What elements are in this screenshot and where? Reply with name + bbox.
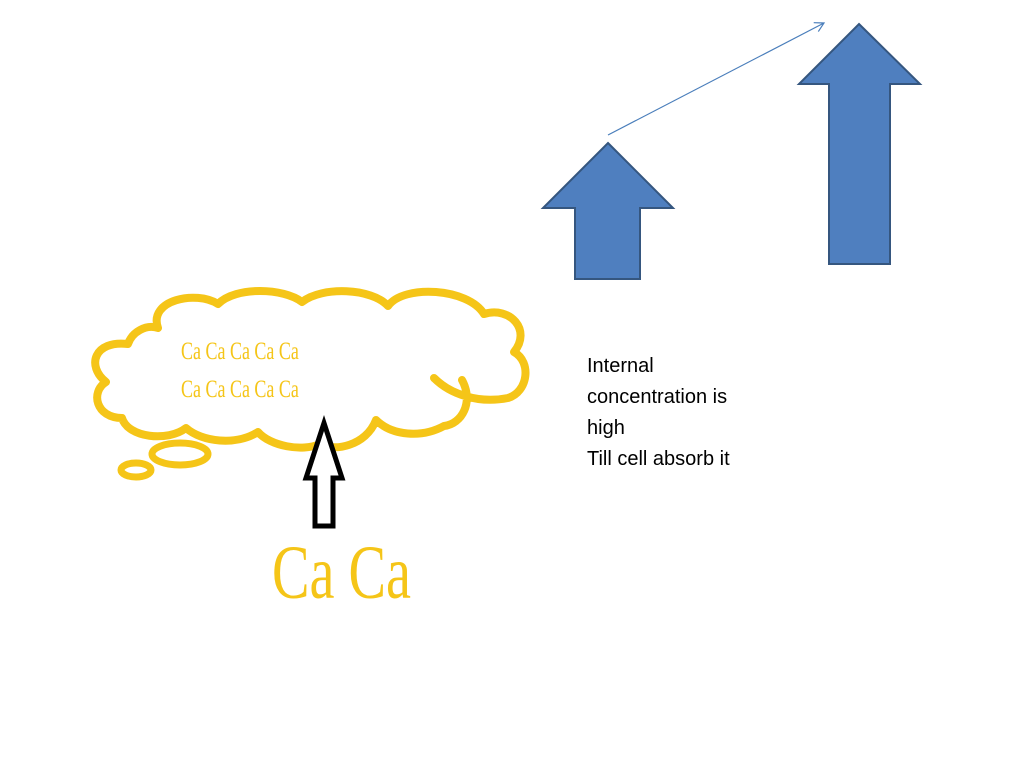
note-line-2: concentration is xyxy=(587,386,728,408)
note-line-1: Internal xyxy=(587,355,654,377)
cloud-bubble-medium xyxy=(148,439,212,469)
note-line-3: high xyxy=(587,417,625,439)
note-line-4: Till cell absorb it xyxy=(587,448,730,470)
cloud-bubble-small xyxy=(117,459,155,481)
cloud-text-line-1: Ca Ca Ca Ca Ca xyxy=(181,337,299,365)
cloud-outline xyxy=(91,287,530,452)
cloud-text-line-2: Ca Ca Ca Ca Ca xyxy=(181,375,299,403)
large-up-arrow-icon xyxy=(796,22,923,265)
input-arrow-icon xyxy=(302,414,346,529)
thought-cloud: Ca Ca Ca Ca Ca Ca Ca Ca Ca Ca xyxy=(91,287,530,481)
input-label: Ca Ca xyxy=(272,531,411,615)
note-text-block: Internal concentration is high Till cell… xyxy=(587,351,787,475)
connector-arrow-icon xyxy=(607,22,826,136)
small-up-arrow-icon xyxy=(540,141,676,280)
